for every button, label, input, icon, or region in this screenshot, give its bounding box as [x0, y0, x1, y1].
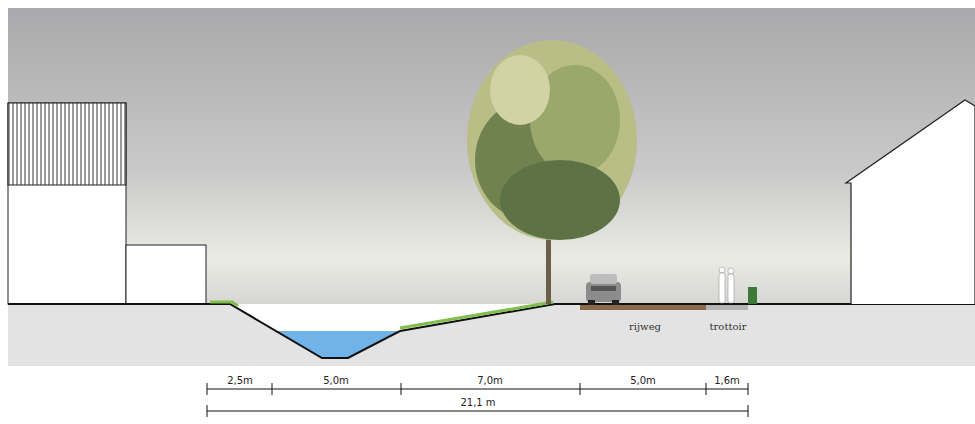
- dimension-value: 2,5m: [227, 375, 253, 387]
- ditch-cut: [206, 304, 555, 358]
- dimension-lines: [207, 383, 748, 417]
- water: [275, 331, 400, 358]
- dimension-value: 7,0m: [477, 375, 503, 387]
- pedestrians: [719, 267, 734, 303]
- band-label: trottoir: [710, 321, 747, 333]
- car: [586, 274, 621, 305]
- annex: [126, 245, 206, 304]
- dimension-total: 21,1 m: [460, 397, 495, 409]
- road-band: [580, 305, 706, 310]
- pavement-band: [706, 305, 748, 310]
- dimension-value: 5,0m: [630, 375, 656, 387]
- bin: [748, 287, 757, 304]
- dimension-value: 1,6m: [714, 375, 740, 387]
- building: [8, 103, 126, 304]
- grass: [210, 302, 553, 328]
- facade-cladding: [8, 103, 126, 185]
- sky: [8, 8, 975, 304]
- dimension-value: 5,0m: [323, 375, 349, 387]
- house: [846, 100, 975, 304]
- band-label: rijweg: [629, 321, 661, 333]
- tree-crown: [467, 40, 637, 240]
